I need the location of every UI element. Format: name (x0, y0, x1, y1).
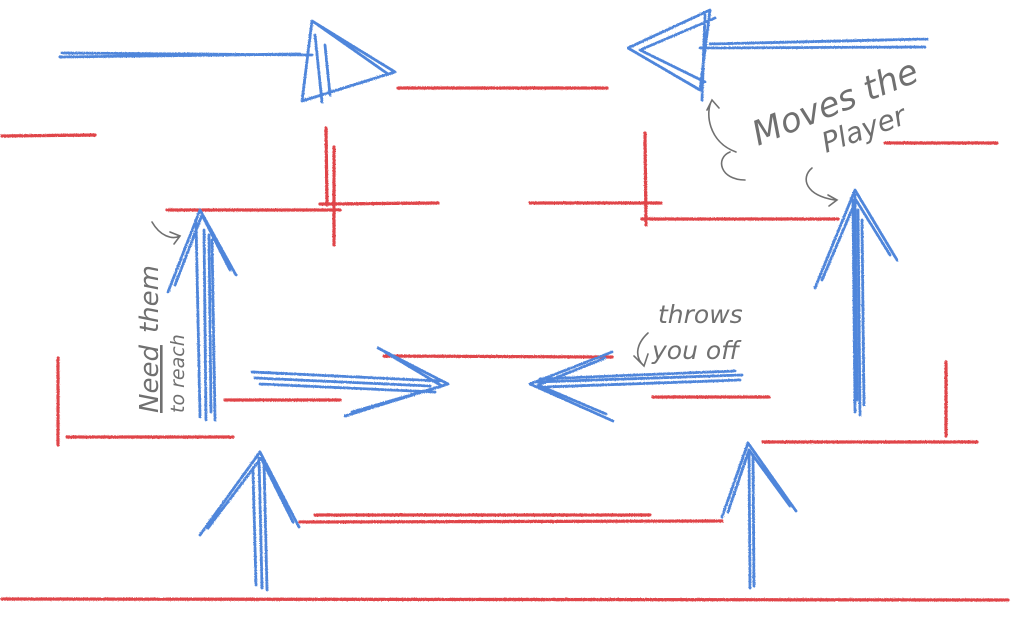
annotation-throws-line: throws (658, 300, 743, 329)
annotation-moves-the-player: Moves the Player (706, 52, 924, 207)
annotation-throws-you-off: throws you off (633, 300, 743, 368)
arrow-layer (58, 8, 929, 592)
platform-left-top-edge (0, 133, 97, 138)
arrow-right-icon (250, 346, 450, 418)
platform-center (382, 354, 614, 359)
curved-arrow-icon (151, 221, 182, 245)
arrow-right-icon (58, 19, 397, 104)
wall-left-upper (324, 126, 336, 247)
annotation-them-word: them (135, 265, 165, 333)
annotation-need-them-to-reach: Need them to reach (135, 221, 189, 413)
curved-arrow-icon (805, 167, 839, 207)
floor (0, 597, 1010, 602)
annotation-need-them-line: Need them (135, 265, 165, 413)
arrow-up-icon (813, 188, 899, 417)
annotation-to-reach-line: to reach (167, 334, 189, 413)
wall-right-upper (643, 131, 648, 227)
arrow-up-icon (720, 441, 798, 590)
platform-bottom-middle (298, 513, 724, 524)
arrow-up-icon (166, 208, 238, 422)
arrow-left-icon (626, 8, 929, 102)
annotation-need-word: Need (135, 345, 165, 413)
platform-layer (0, 86, 1010, 602)
arrow-up-icon (198, 450, 301, 592)
platform-left-upper-extension (318, 201, 440, 206)
arrow-left-icon (528, 350, 744, 423)
curved-arrow-icon (706, 98, 746, 181)
annotation-you-off-line: you off (651, 336, 742, 365)
curved-arrow-icon (633, 332, 649, 368)
